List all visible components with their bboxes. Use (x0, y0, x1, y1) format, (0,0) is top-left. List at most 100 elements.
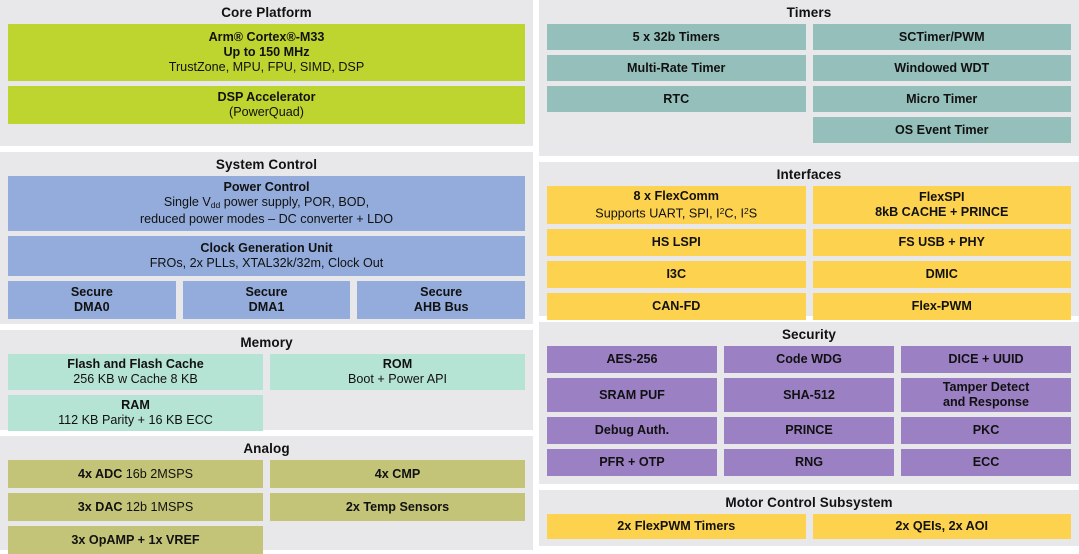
block-windowed-wdt[interactable]: Windowed WDT (812, 55, 1071, 81)
panel-title-motor-control: Motor Control Subsystem (725, 495, 893, 510)
block-clock-generation-unit[interactable]: Clock Generation Unit FROs, 2x PLLs, XTA… (8, 236, 525, 276)
block-flexcomm[interactable]: 8 x FlexComm Supports UART, SPI, I2C, I2… (547, 186, 806, 224)
block-label-fs-usb-phy: FS USB + PHY (898, 235, 985, 249)
block-temp-sensors[interactable]: 2x Temp Sensors (270, 493, 525, 521)
block-fs-usb-phy[interactable]: FS USB + PHY (812, 229, 1071, 256)
block-aes-256[interactable]: AES-256 (547, 346, 717, 373)
block-line-cpu-freq: Up to 150 MHz (223, 45, 310, 59)
block-flex-pwm[interactable]: Flex-PWM (812, 293, 1071, 320)
panel-core-platform: Core Platform Arm® Cortex®-M33 Up to 150… (0, 0, 533, 146)
block-arm-cortex-m33[interactable]: Arm® Cortex®-M33 Up to 150 MHz TrustZone… (8, 24, 525, 81)
block-pfr-otp[interactable]: PFR + OTP (547, 449, 717, 476)
block-line-dma1-b: DMA1 (248, 300, 285, 314)
block-rng[interactable]: RNG (724, 449, 894, 476)
panel-title-security: Security (781, 327, 837, 342)
memory-empty-slot (270, 395, 525, 431)
block-label-rng: RNG (795, 455, 823, 469)
block-line-cpu-name: Arm® Cortex®-M33 (208, 30, 325, 44)
block-label-sram-puf: SRAM PUF (599, 387, 665, 402)
block-cmp[interactable]: 4x CMP (270, 460, 525, 488)
left-column: Core Platform Arm® Cortex®-M33 Up to 150… (0, 0, 533, 554)
block-rtc[interactable]: RTC (547, 86, 806, 112)
block-label-ecc: ECC (972, 455, 1000, 469)
block-dice-uuid[interactable]: DICE + UUID (901, 346, 1071, 373)
block-line-flash-detail: 256 KB w Cache 8 KB (73, 372, 198, 386)
block-sram-puf[interactable]: SRAM PUF (547, 378, 717, 412)
block-multi-rate-timer[interactable]: Multi-Rate Timer (547, 55, 806, 81)
block-power-control[interactable]: Power Control Single Vdd power supply, P… (8, 176, 525, 231)
block-label-code-wdg: Code WDG (776, 352, 842, 366)
panel-analog: Analog 4x ADC 16b 2MSPS 4x CMP 3x DAC 12… (0, 436, 533, 554)
block-line-temp: 2x Temp Sensors (345, 499, 450, 514)
block-line-rom-detail: Boot + Power API (347, 372, 448, 386)
block-code-wdg[interactable]: Code WDG (724, 346, 894, 373)
block-pkc[interactable]: PKC (901, 417, 1071, 444)
block-flexpwm-timers[interactable]: 2x FlexPWM Timers (547, 514, 806, 539)
block-sctimer-pwm[interactable]: SCTimer/PWM (812, 24, 1071, 50)
block-os-event-timer[interactable]: OS Event Timer (812, 117, 1071, 143)
panel-motor-control-subsystem: Motor Control Subsystem 2x FlexPWM Timer… (539, 490, 1079, 546)
block-opamp-vref[interactable]: 3x OpAMP + 1x VREF (8, 526, 263, 554)
block-secure-ahb-bus[interactable]: Secure AHB Bus (357, 281, 526, 319)
block-line-ahb-b: AHB Bus (413, 300, 469, 314)
block-adc[interactable]: 4x ADC 16b 2MSPS (8, 460, 263, 488)
block-ram[interactable]: RAM 112 KB Parity + 16 KB ECC (8, 395, 263, 431)
flexcomm-text-c: S (748, 206, 758, 221)
block-secure-dma1[interactable]: Secure DMA1 (182, 281, 351, 319)
block-line-dsp-sub: (PowerQuad) (229, 105, 304, 119)
panel-memory: Memory Flash and Flash Cache 256 KB w Ca… (0, 330, 533, 431)
block-line-flexspi-detail: 8kB CACHE + PRINCE (875, 205, 1009, 219)
block-prince[interactable]: PRINCE (724, 417, 894, 444)
block-adc-bold: 4x ADC (77, 466, 123, 481)
block-hs-lspi[interactable]: HS LSPI (547, 229, 806, 256)
block-rom[interactable]: ROM Boot + Power API (270, 354, 525, 390)
block-line-flash-title: Flash and Flash Cache (67, 357, 204, 371)
panel-title-memory: Memory (240, 335, 293, 350)
block-dac-normal: 12b 1MSPS (122, 499, 194, 514)
block-tamper-detect[interactable]: Tamper Detect and Response (901, 378, 1071, 412)
block-debug-auth[interactable]: Debug Auth. (547, 417, 717, 444)
panel-timers: Timers 5 x 32b Timers Multi-Rate Timer R… (539, 0, 1079, 156)
block-32b-timers[interactable]: 5 x 32b Timers (547, 24, 806, 50)
block-label-qeis-aoi: 2x QEIs, 2x AOI (895, 519, 989, 533)
block-label-sha-512: SHA-512 (783, 387, 835, 402)
block-label-flexpwm-timers: 2x FlexPWM Timers (617, 519, 736, 533)
block-line-adc: 4x ADC 16b 2MSPS (78, 467, 193, 482)
block-label-aes-256: AES-256 (606, 352, 658, 366)
panel-title-interfaces: Interfaces (776, 167, 842, 182)
panel-system-control: System Control Power Control Single Vdd … (0, 152, 533, 324)
block-label-hs-lspi: HS LSPI (651, 235, 701, 249)
block-label-sctimer-pwm: SCTimer/PWM (898, 29, 985, 44)
block-line-dsp-name: DSP Accelerator (217, 90, 316, 104)
block-ecc[interactable]: ECC (901, 449, 1071, 476)
block-flash-and-flash-cache[interactable]: Flash and Flash Cache 256 KB w Cache 8 K… (8, 354, 263, 390)
block-qeis-aoi[interactable]: 2x QEIs, 2x AOI (812, 514, 1071, 539)
block-line-power-detail1: Single Vdd power supply, POR, BOD, (164, 195, 369, 213)
block-flexspi[interactable]: FlexSPI 8kB CACHE + PRINCE (812, 186, 1071, 224)
block-sha-512[interactable]: SHA-512 (724, 378, 894, 412)
block-dac[interactable]: 3x DAC 12b 1MSPS (8, 493, 263, 521)
block-line-dma0-b: DMA0 (73, 300, 110, 314)
block-secure-dma0[interactable]: Secure DMA0 (8, 281, 176, 319)
block-can-fd[interactable]: CAN-FD (547, 293, 806, 320)
block-line-power-detail2: reduced power modes – DC converter + LDO (139, 212, 394, 227)
panel-title-core-platform: Core Platform (221, 5, 312, 20)
timers-left-group: 5 x 32b Timers Multi-Rate Timer RTC (547, 24, 806, 112)
block-label-can-fd: CAN-FD (652, 299, 701, 313)
block-i3c[interactable]: I3C (547, 261, 806, 288)
block-label-rtc: RTC (663, 91, 690, 106)
block-line-cmp: 4x CMP (374, 466, 421, 481)
block-dsp-accelerator[interactable]: DSP Accelerator (PowerQuad) (8, 86, 525, 124)
panel-title-analog: Analog (243, 441, 290, 456)
block-line-dma0-a: Secure (70, 284, 113, 299)
block-adc-normal: 16b 2MSPS (122, 466, 194, 481)
block-line-flexcomm-title: 8 x FlexComm (633, 188, 719, 203)
block-line-flexspi-title: FlexSPI (919, 190, 965, 204)
block-dmic[interactable]: DMIC (812, 261, 1071, 288)
block-label-multi-rate-timer: Multi-Rate Timer (627, 60, 726, 75)
timers-right-group: SCTimer/PWM Windowed WDT Micro Timer OS … (812, 24, 1071, 143)
block-label-pkc: PKC (972, 423, 1000, 437)
block-label-flex-pwm: Flex-PWM (911, 299, 972, 313)
block-micro-timer[interactable]: Micro Timer (812, 86, 1071, 112)
block-line-ahb-a: Secure (420, 284, 463, 299)
